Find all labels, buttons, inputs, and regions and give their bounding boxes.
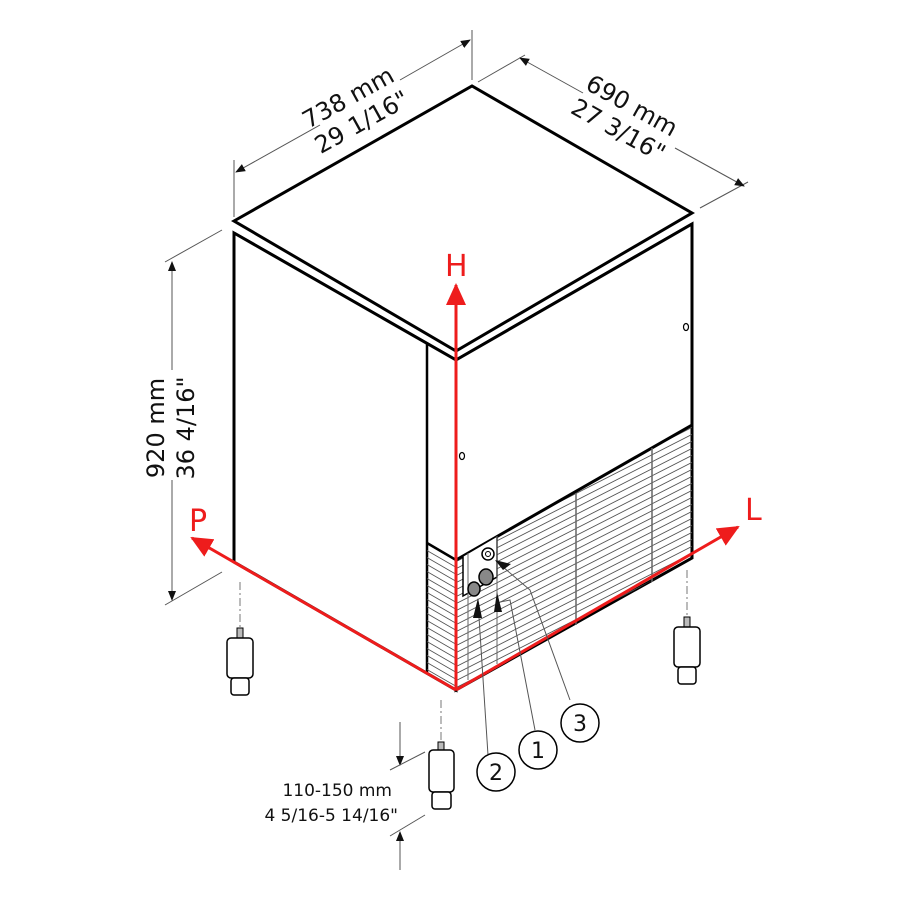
connection-1: [478, 568, 494, 586]
callout-2: 2: [476, 752, 516, 792]
l-axis-label: L: [745, 493, 762, 528]
svg-text:3: 3: [573, 712, 587, 737]
feet-mm: 110-150 mm: [282, 781, 392, 801]
foot-right: [673, 570, 701, 685]
height-inch: 36 4/16": [172, 376, 200, 479]
l-axis-arrow: [455, 525, 740, 692]
callout-1-arrow: [494, 592, 502, 612]
foot-left: [226, 582, 254, 696]
height-mm: 920 mm: [142, 378, 170, 478]
callout-2-arrow: [473, 598, 482, 618]
feet-inch: 4 5/16-5 14/16": [264, 806, 398, 826]
p-axis-label: P: [189, 504, 207, 539]
foot-front: [428, 700, 455, 810]
svg-text:1: 1: [531, 739, 545, 764]
p-axis-arrow: [190, 536, 457, 692]
axes: H P L: [189, 249, 762, 692]
callout-3: 3: [560, 703, 600, 743]
callout-1: 1: [518, 730, 558, 770]
callouts: 2 1 3: [473, 560, 600, 792]
svg-text:2: 2: [489, 761, 503, 786]
connection-2: [467, 581, 481, 597]
h-axis-label: H: [445, 249, 468, 284]
height-dimension: 920 mm 36 4/16": [142, 229, 223, 606]
callout-3-arrow: [495, 560, 511, 570]
feet-dimension: 110-150 mm 4 5/16-5 14/16": [264, 722, 426, 870]
